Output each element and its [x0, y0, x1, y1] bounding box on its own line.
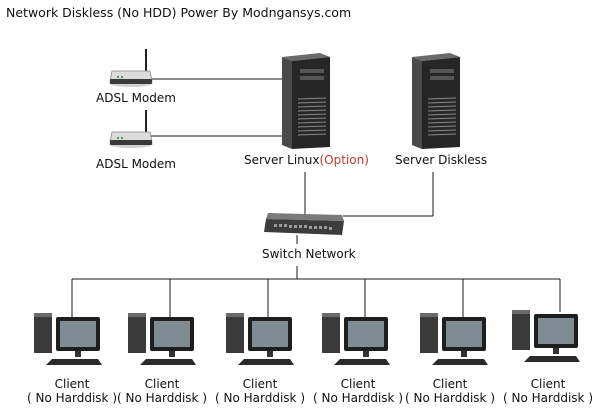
adsl-modem-icon	[109, 110, 153, 148]
client-note: ( No Harddisk )	[27, 391, 117, 405]
adsl-modem-icon	[109, 49, 153, 87]
server-linux-name: Server Linux	[244, 153, 320, 167]
client-label: Client ( No Harddisk )	[310, 377, 406, 405]
client-name: Client	[54, 377, 90, 391]
modem-1-label: ADSL Modem	[96, 91, 176, 105]
client-name: Client	[432, 377, 468, 391]
client-pc-icon	[34, 313, 102, 365]
switch-label: Switch Network	[262, 247, 356, 261]
client-note: ( No Harddisk )	[503, 391, 593, 405]
client-name: Client	[144, 377, 180, 391]
server-linux-icon	[282, 53, 330, 149]
client-note: ( No Harddisk )	[405, 391, 495, 405]
diagram-title: Network Diskless (No HDD) Power By Modng…	[6, 5, 352, 20]
server-linux-label: Server Linux(Option)	[244, 153, 369, 167]
client-note: ( No Harddisk )	[313, 391, 403, 405]
client-label: Client ( No Harddisk )	[114, 377, 210, 405]
client-pc-icon	[420, 313, 488, 365]
client-note: ( No Harddisk )	[117, 391, 207, 405]
client-pc-icon	[322, 313, 390, 365]
client-label: Client ( No Harddisk )	[212, 377, 308, 405]
client-name: Client	[340, 377, 376, 391]
network-switch-icon	[264, 213, 344, 235]
client-label: Client ( No Harddisk )	[500, 377, 596, 405]
server-diskless-label: Server Diskless	[395, 153, 488, 167]
client-pc-icon	[128, 313, 196, 365]
modem-2-label: ADSL Modem	[96, 157, 176, 171]
client-note: ( No Harddisk )	[215, 391, 305, 405]
client-pc-icon	[512, 310, 580, 362]
client-pc-icon	[226, 313, 294, 365]
client-label: Client ( No Harddisk )	[24, 377, 120, 405]
client-label: Client ( No Harddisk )	[402, 377, 498, 405]
client-name: Client	[242, 377, 278, 391]
option-tag: (Option)	[319, 153, 369, 167]
server-diskless-icon	[412, 53, 460, 149]
client-name: Client	[530, 377, 566, 391]
